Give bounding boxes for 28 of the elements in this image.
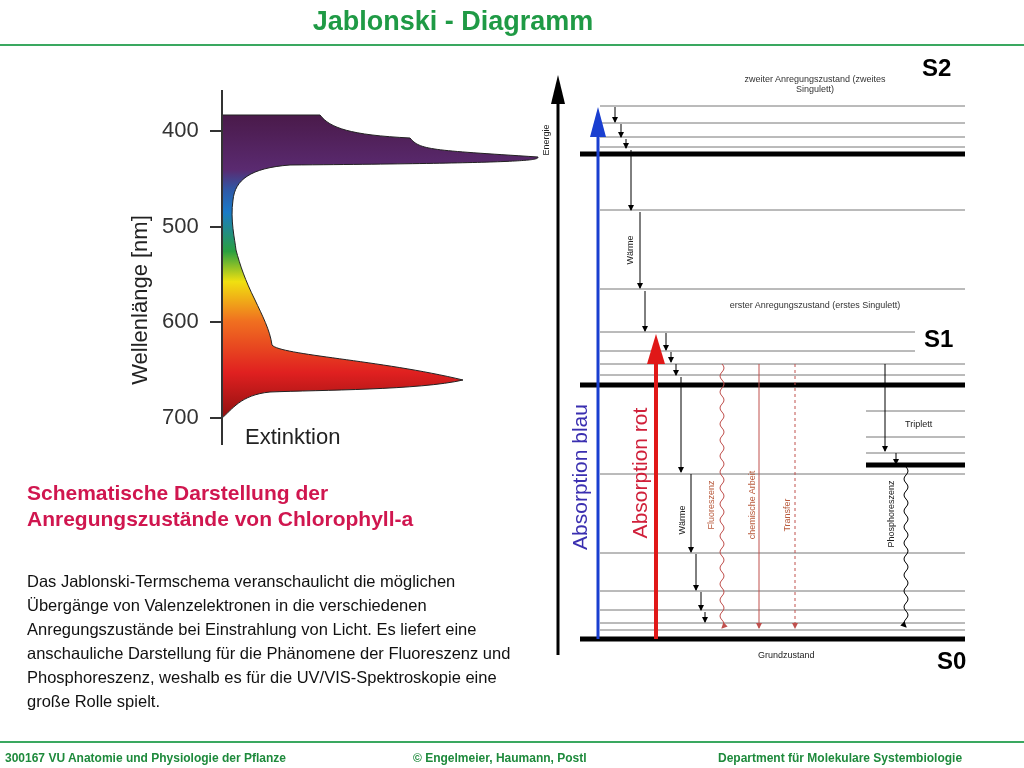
transition-label: Wärme <box>625 235 635 265</box>
state-label: S1 <box>924 325 954 353</box>
description-paragraph: Das Jablonski-Termschema veranschaulicht die möglichen Übergänge von Valenzelektronen in die verschiedenen Anregungszustände bei Einstrahlung von Licht. Es liefert eine anschauliche Darstellung für die Phänomene der Fluoreszenz und Phosphoreszenz, weshalb es für die UV/VIS-Spektroskopie eine große Rolle spielt. <box>27 571 512 712</box>
footer-text: 300167 VU Anatomie und Physiologie der Pflanze <box>5 751 286 765</box>
state-description: zweiter Anregungszustand (zweites Singulett) <box>743 74 887 94</box>
footer-text: © Engelmeier, Haumann, Postl <box>413 751 587 765</box>
axis-label: Extinktion <box>245 424 341 450</box>
transition-label: Wärme <box>677 505 687 535</box>
tick-label: 400 <box>162 117 199 143</box>
transition-label: Energie <box>541 124 551 156</box>
state-label: S0 <box>937 647 967 675</box>
arrow-label: Absorption blau <box>568 404 592 550</box>
transition-label: Phosphoreszenz <box>886 480 896 548</box>
transition-label: chemische Arbeit <box>747 470 757 540</box>
state-label: S2 <box>922 54 952 82</box>
transition-label: Triplett <box>905 419 933 429</box>
transition-label: Fluoreszenz <box>706 480 716 530</box>
footer-text: Department für Molekulare Systembiologie <box>718 751 963 765</box>
title: Jablonski - Diagramm <box>311 6 595 37</box>
tick-label: 600 <box>162 308 199 334</box>
heading: Schematische Darstellung der Anregungszustände von Chlorophyll-a <box>27 480 415 532</box>
transition-label: Transfer <box>782 498 792 532</box>
state-description: erster Anregungszustand (erstes Singulett) <box>728 300 902 310</box>
transition-label: Grundzustand <box>758 650 815 660</box>
tick-label: 500 <box>162 213 199 239</box>
arrow-label: Absorption rot <box>628 407 652 539</box>
tick-label: 700 <box>162 404 199 430</box>
axis-label: Wellenlänge [nm] <box>127 215 153 385</box>
